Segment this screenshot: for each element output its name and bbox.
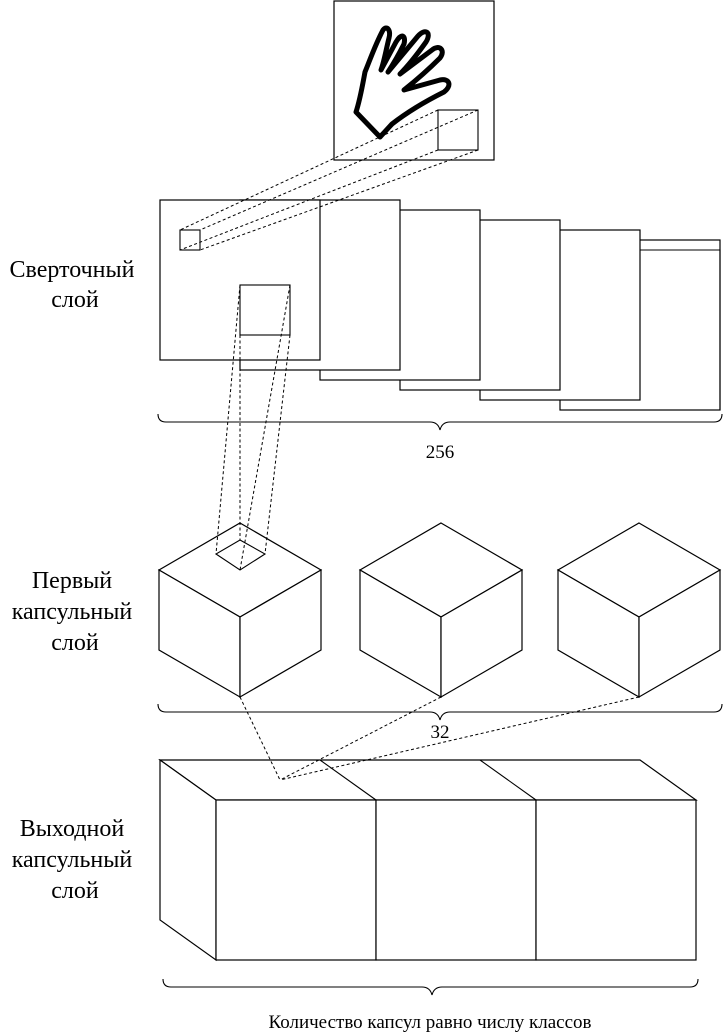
projection-conv-to-primary [215, 284, 291, 571]
primary-capsule-count: 32 [431, 722, 450, 743]
output-capsule [215, 799, 377, 961]
conv-region-window [239, 284, 291, 336]
hand-icon [353, 25, 452, 140]
output-block-top [158, 759, 698, 801]
capsule-receptive-patch [214, 539, 267, 571]
primary-capsule-cube [157, 522, 323, 699]
feature-map-count: 256 [426, 442, 455, 463]
feature-map-edge [640, 249, 721, 411]
primary-capsule-cube [556, 522, 722, 699]
brace-primary-capsules [157, 703, 723, 721]
output-capsule-note: Количество капсул равно числу классов [269, 1012, 592, 1033]
primary-capsule-cube [358, 522, 524, 699]
feature-map-stack [159, 199, 721, 411]
output-capsule [375, 799, 537, 961]
output-capsule-block [158, 758, 698, 962]
conv-unit-window [179, 229, 201, 251]
brace-feature-maps [157, 413, 723, 431]
projection-primary-to-output [239, 696, 640, 781]
output-capsule [535, 799, 697, 961]
input-image [333, 0, 495, 161]
projection-input-to-conv [179, 109, 479, 251]
brace-output-capsules [162, 978, 699, 996]
conv-layer-label: Сверточный слой [10, 257, 141, 313]
primary-caps-label: Первый капсульный слой [12, 568, 139, 656]
output-caps-label: Выходной капсульный слой [12, 816, 139, 904]
receptive-field-window [437, 109, 479, 151]
